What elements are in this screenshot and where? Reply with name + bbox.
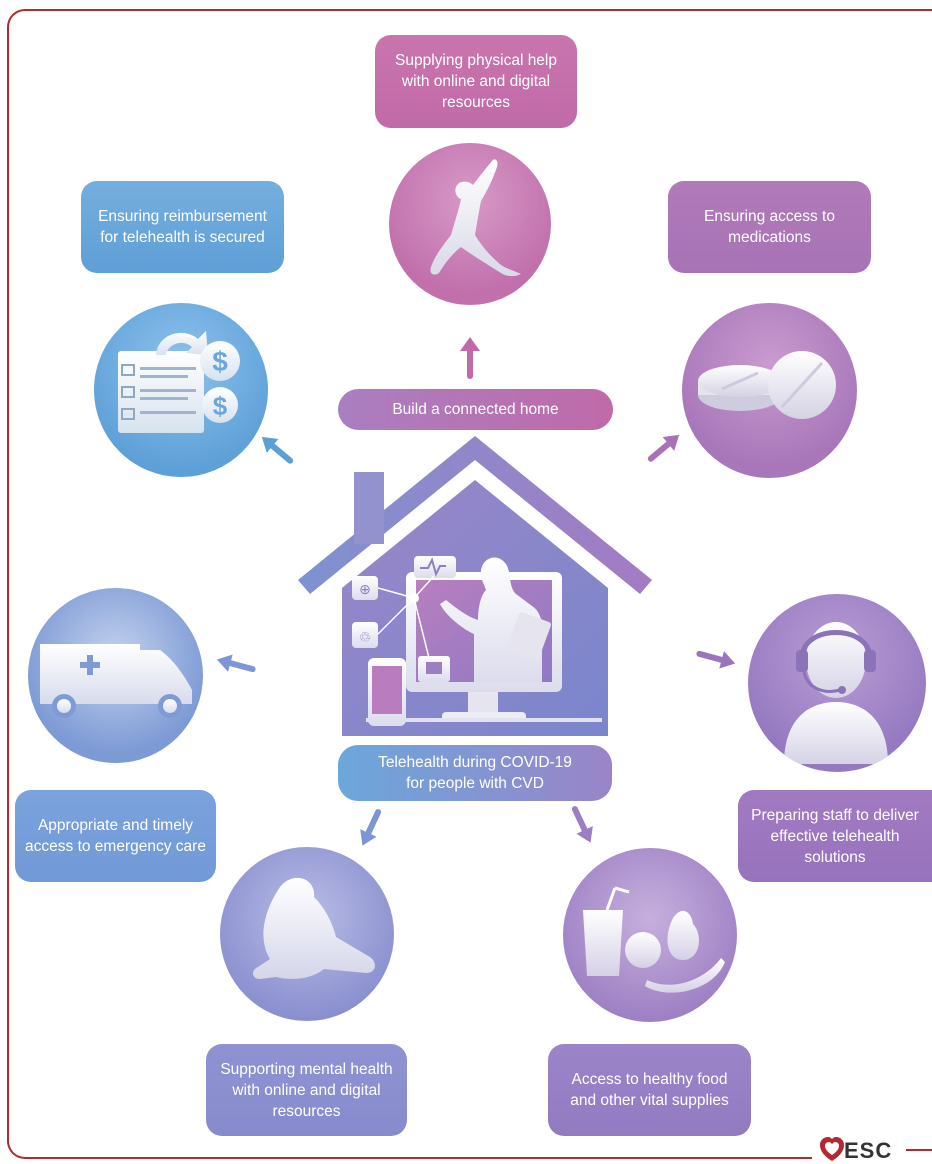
doctor-screen-area: ⊕ ♲ — [346, 550, 608, 738]
arrow-head-physical-help — [460, 337, 480, 351]
distressed-person-icon — [252, 877, 375, 979]
svg-text:⊕: ⊕ — [359, 581, 371, 597]
medications-label: Ensuring access to medications — [704, 208, 835, 246]
svg-text:$: $ — [212, 346, 228, 377]
staff-box: Preparing staff to deliver effective tel… — [738, 790, 932, 882]
pills-icon — [698, 351, 836, 419]
headset-operator-icon — [784, 622, 888, 764]
medications-box: Ensuring access to medications — [668, 181, 871, 273]
reimbursement-form-icon: $ $ — [118, 331, 240, 433]
medications-circle — [682, 303, 857, 478]
stretching-person-icon — [430, 159, 521, 277]
connected-home-label: Build a connected home — [392, 401, 559, 418]
reimbursement-box: Ensuring reimbursement for telehealth is… — [81, 181, 284, 273]
doctor-screen-icon: ⊕ ♲ — [352, 556, 602, 726]
telehealth-title-pill: Telehealth during COVID-19 for people wi… — [338, 745, 612, 801]
physical-help-box: Supplying physical help with online and … — [375, 35, 577, 128]
mental-health-box: Supporting mental health with online and… — [206, 1044, 407, 1136]
arrow-to-physical-help — [467, 345, 473, 379]
food-circle — [563, 848, 737, 1022]
telehealth-title-label: Telehealth during COVID-19 for people wi… — [378, 754, 572, 792]
ambulance-icon — [40, 644, 192, 718]
mental-health-circle — [220, 847, 394, 1021]
reimbursement-circle: $ $ — [94, 303, 268, 477]
healthy-food-icon — [583, 886, 725, 993]
emergency-label: Appropriate and timely access to emergen… — [25, 817, 206, 855]
svg-text:$: $ — [213, 391, 228, 421]
outer-frame — [7, 9, 932, 1159]
esc-heart-logo-icon — [820, 1137, 844, 1161]
esc-logo-text: ESC — [844, 1138, 893, 1163]
svg-text:♲: ♲ — [359, 629, 372, 645]
food-label: Access to healthy food and other vital s… — [570, 1071, 729, 1109]
staff-label: Preparing staff to deliver effective tel… — [751, 806, 919, 866]
emergency-box: Appropriate and timely access to emergen… — [15, 790, 216, 882]
mental-health-label: Supporting mental health with online and… — [220, 1060, 393, 1120]
staff-circle — [748, 594, 926, 772]
emergency-circle — [28, 588, 203, 763]
esc-logo-dash — [906, 1149, 932, 1151]
physical-help-label: Supplying physical help with online and … — [395, 52, 557, 111]
food-box: Access to healthy food and other vital s… — [548, 1044, 751, 1136]
physical-help-circle — [389, 143, 551, 305]
reimbursement-label: Ensuring reimbursement for telehealth is… — [98, 208, 267, 246]
connected-home-pill: Build a connected home — [338, 389, 613, 430]
